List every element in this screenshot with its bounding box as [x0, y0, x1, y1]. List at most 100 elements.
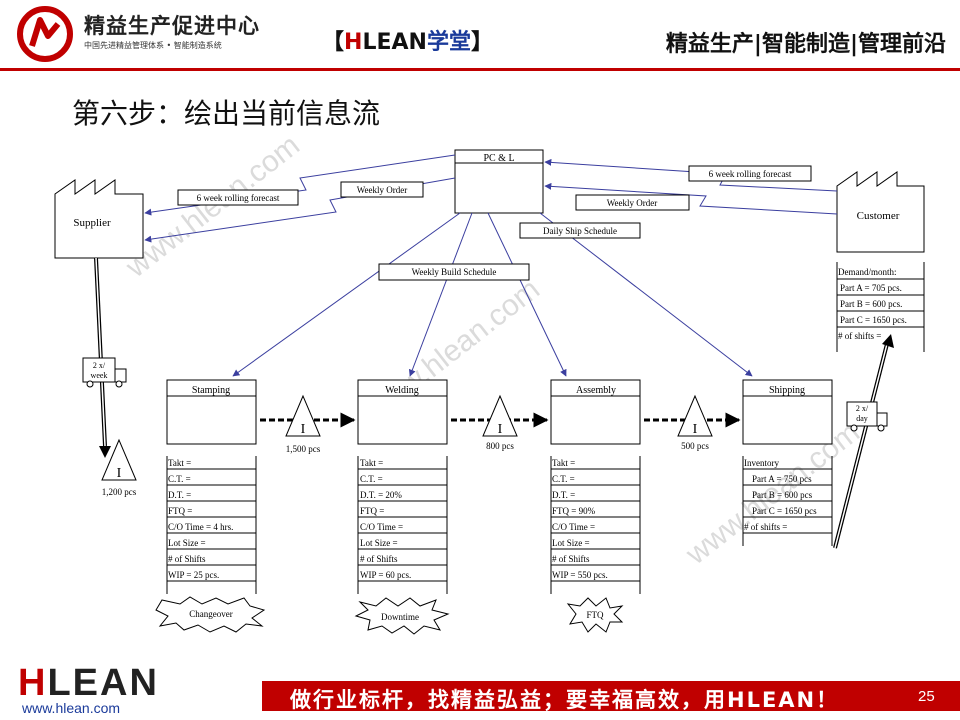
- data-row: WIP = 60 pcs.: [360, 570, 411, 580]
- inventory-triangle-icon: I 500 pcs: [677, 394, 713, 451]
- truck-frequency: 2 x/: [93, 361, 106, 370]
- production-control-box: PC & L: [454, 149, 544, 214]
- footer-logo: HLEAN: [18, 662, 159, 704]
- kaizen-burst-icon: Changeover: [155, 596, 266, 633]
- svg-text:I: I: [693, 422, 698, 437]
- data-row: C/O Time =: [360, 522, 403, 532]
- inbound-shipment-arrow: [94, 257, 111, 458]
- data-row: C.T. =: [360, 474, 383, 484]
- rolling-forecast-customer-label: 6 week rolling forecast: [709, 169, 792, 179]
- rolling-forecast-supplier-label: 6 week rolling forecast: [197, 193, 280, 203]
- weekly-order-supplier-label: Weekly Order: [357, 185, 408, 195]
- weekly-order-customer-label: Weekly Order: [607, 198, 658, 208]
- data-row: C.T. =: [552, 474, 575, 484]
- data-row: WIP = 550 pcs.: [552, 570, 608, 580]
- logo-name: 精益生产促进中心: [84, 14, 260, 38]
- data-row: Inventory: [744, 458, 779, 468]
- hlean-logo-icon: [17, 6, 73, 62]
- inventory-triangle-icon: I 800 pcs: [482, 394, 518, 451]
- data-row: WIP = 25 pcs.: [168, 570, 219, 580]
- header-tagline: 精益生产|智能制造|管理前沿: [665, 32, 946, 57]
- footer-bar: [262, 681, 960, 711]
- weekly-build-schedule-label: Weekly Build Schedule: [412, 267, 497, 277]
- supplier-label: Supplier: [73, 217, 111, 229]
- data-row: D.T. = 20%: [360, 490, 402, 500]
- process-box-shipping: Shipping: [742, 379, 833, 445]
- truck-frequency: day: [856, 414, 868, 423]
- customer-label: Customer: [857, 210, 900, 222]
- data-row: FTQ =: [360, 506, 384, 516]
- weekly-order-customer-box: [575, 194, 690, 211]
- svg-text:I: I: [117, 466, 122, 481]
- data-row: D.T. =: [552, 490, 575, 500]
- process-name: Assembly: [576, 385, 616, 396]
- demand-line: Part A = 705 pcs.: [840, 283, 902, 293]
- data-row: # of Shifts: [168, 554, 206, 564]
- rolling-forecast-supplier-box: [177, 189, 299, 206]
- data-row: Takt =: [360, 458, 383, 468]
- truck-frequency: week: [91, 371, 108, 380]
- kaizen-label: Changeover: [189, 609, 232, 619]
- supplier-factory-icon: Supplier: [54, 179, 144, 259]
- kaizen-label: FTQ: [586, 610, 604, 620]
- inventory-triangle-icon: I 1,200 pcs: [101, 438, 137, 497]
- demand-line: # of shifts =: [838, 331, 881, 341]
- svg-text:I: I: [498, 422, 503, 437]
- daily-ship-schedule-box: [519, 222, 641, 239]
- slide-title: 第六步：绘出当前信息流: [72, 97, 381, 130]
- data-row: C.T. =: [168, 474, 191, 484]
- process-name: Shipping: [769, 385, 805, 396]
- page-number: 25: [918, 688, 935, 705]
- data-row: C/O Time = 4 hrs.: [168, 522, 233, 532]
- data-row: Part C = 1650 pcs: [752, 506, 817, 516]
- data-box-welding: Takt = C.T. = D.T. = 20% FTQ = C/O Time …: [357, 456, 448, 594]
- data-box-stamping: Takt = C.T. = D.T. = FTQ = C/O Time = 4 …: [166, 456, 257, 594]
- data-row: # of Shifts: [552, 554, 590, 564]
- customer-demand-box: Demand/month: Part A = 705 pcs. Part B =…: [836, 262, 925, 352]
- svg-text:I: I: [301, 422, 306, 437]
- data-row: FTQ =: [168, 506, 192, 516]
- kaizen-burst-icon: FTQ: [566, 597, 624, 633]
- inventory-quantity: 800 pcs: [486, 441, 514, 451]
- footer-url[interactable]: www.hlean.com: [22, 700, 121, 716]
- logo-subtitle: 中国先进精益管理体系 • 智能制造系统: [84, 41, 222, 50]
- data-row: Lot Size =: [360, 538, 398, 548]
- process-name: Welding: [385, 385, 419, 396]
- process-box-stamping: Stamping: [166, 379, 257, 445]
- weekly-build-schedule-box: [378, 263, 530, 281]
- kaizen-label: Downtime: [381, 612, 419, 622]
- demand-line: Part B = 600 pcs.: [840, 299, 902, 309]
- inventory-quantity: 500 pcs: [681, 441, 709, 451]
- data-row: FTQ = 90%: [552, 506, 596, 516]
- pcl-label: PC & L: [483, 153, 514, 164]
- process-name: Stamping: [192, 385, 230, 396]
- footer-slogan: 做行业标杆，找精益弘益；要幸福高效，用HLEAN！: [290, 688, 840, 712]
- data-row: Lot Size =: [552, 538, 590, 548]
- weekly-order-supplier-box: [340, 181, 424, 198]
- data-row: D.T. =: [168, 490, 191, 500]
- data-row: C/O Time =: [552, 522, 595, 532]
- data-row: Part B = 600 pcs: [752, 490, 813, 500]
- inventory-triangle-icon: I 1,500 pcs: [285, 394, 321, 454]
- demand-line: Part C = 1650 pcs.: [840, 315, 907, 325]
- customer-factory-icon: Customer: [836, 171, 925, 253]
- header-divider: [0, 68, 960, 71]
- kaizen-burst-icon: Downtime: [354, 597, 450, 635]
- data-row: Takt =: [168, 458, 191, 468]
- inventory-quantity: 1,200 pcs: [102, 487, 137, 497]
- truck-frequency: 2 x/: [856, 404, 869, 413]
- inventory-quantity: 1,500 pcs: [286, 444, 321, 454]
- data-row: # of Shifts: [360, 554, 398, 564]
- data-box-assembly: Takt = C.T. = D.T. = FTQ = 90% C/O Time …: [550, 456, 641, 594]
- data-box-shipping: Inventory Part A = 750 pcs Part B = 600 …: [742, 456, 833, 546]
- data-row: # of shifts =: [744, 522, 787, 532]
- process-box-welding: Welding: [357, 379, 448, 445]
- data-row: Takt =: [552, 458, 575, 468]
- data-row: Lot Size =: [168, 538, 206, 548]
- rolling-forecast-customer-box: [688, 165, 812, 182]
- inbound-truck-icon: 2 x/ week: [82, 357, 127, 388]
- process-box-assembly: Assembly: [550, 379, 641, 445]
- data-row: Part A = 750 pcs: [752, 474, 812, 484]
- daily-ship-schedule-label: Daily Ship Schedule: [543, 226, 617, 236]
- outbound-shipment-arrow: [833, 334, 894, 549]
